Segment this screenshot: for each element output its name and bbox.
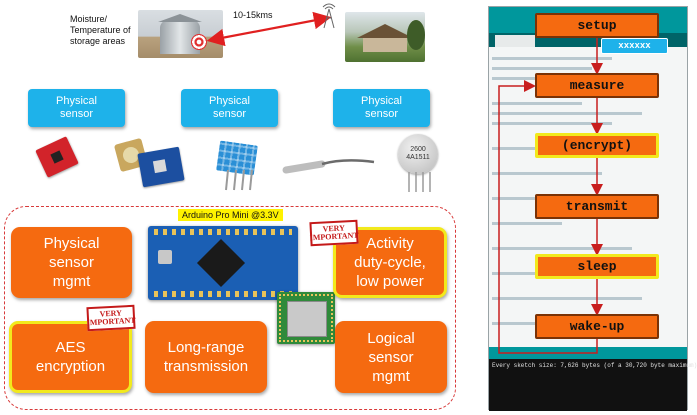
- arduino-label: Arduino Pro Mini @3.3V: [178, 209, 283, 221]
- flow-arrows: [498, 38, 603, 354]
- arduino-chip: [196, 238, 246, 288]
- arduino-button: [158, 250, 172, 264]
- physical-sensor-mgmt-box: Physical sensor mgmt: [11, 227, 132, 298]
- flow-step-transmit: transmit: [535, 194, 659, 219]
- gas-sensor-label: 2600 4A1511: [406, 146, 430, 161]
- distance-label: 10-15kms: [233, 10, 273, 20]
- physical-sensor-box-2: Physical sensor: [181, 89, 278, 127]
- house-roof: [357, 24, 413, 38]
- very-important-stamp-1: VERY IMPORTANT: [309, 219, 359, 247]
- gas-sensor-image: 2600 4A1511: [398, 134, 438, 174]
- dht-pins: [225, 169, 253, 191]
- arduino-pin-row-bottom: [154, 291, 292, 297]
- sensor-target-icon: [191, 34, 207, 50]
- house-tree: [407, 20, 425, 50]
- storage-caption: Moisture/ Temperature of storage areas: [70, 14, 131, 46]
- flow-step-measure: measure: [535, 73, 659, 98]
- gps-chip: [152, 159, 167, 174]
- logical-sensor-mgmt-box: Logical sensor mgmt: [335, 321, 447, 393]
- lora-shield: [287, 301, 327, 337]
- node-boundary: [4, 206, 456, 410]
- physical-sensor-box-1: Physical sensor: [28, 89, 125, 127]
- flow-step-sleep: sleep: [535, 254, 659, 279]
- distance-arrow: [206, 11, 332, 47]
- physical-sensor-box-3: Physical sensor: [333, 89, 430, 127]
- lora-pads: [279, 294, 333, 342]
- ide-tab: [495, 35, 535, 47]
- flow-badge: xxxxxx: [601, 38, 668, 54]
- gps-board-image: [137, 146, 185, 188]
- gas-sensor-pins: [408, 172, 431, 192]
- arduino-pin-row-top: [154, 229, 292, 235]
- flow-step-encrypt: (encrypt): [535, 133, 659, 158]
- house-body: [363, 38, 407, 52]
- ide-console: Every sketch size: 7,626 bytes (of a 30,…: [489, 359, 697, 411]
- activity-duty-cycle-box: Activity duty-cycle, low power: [333, 227, 447, 298]
- very-important-stamp-2: VERY IMPORTANT: [86, 304, 136, 332]
- accelerometer-board-image: [35, 136, 79, 178]
- silo-roof: [158, 14, 202, 22]
- lora-module-image: [277, 292, 335, 344]
- farm-house-image: [345, 12, 425, 62]
- aes-encryption-box: AES encryption: [9, 321, 132, 393]
- long-range-transmission-box: Long-range transmission: [145, 321, 267, 393]
- arduino-board-image: [148, 226, 298, 300]
- flow-step-wake-up: wake-up: [535, 314, 659, 339]
- ide-console-text: Every sketch size: 7,626 bytes (of a 30,…: [492, 362, 697, 369]
- temperature-probe-image: [282, 159, 375, 174]
- flow-step-setup: setup: [535, 13, 659, 38]
- accel-chip: [50, 150, 64, 164]
- antenna-icon: [322, 3, 336, 29]
